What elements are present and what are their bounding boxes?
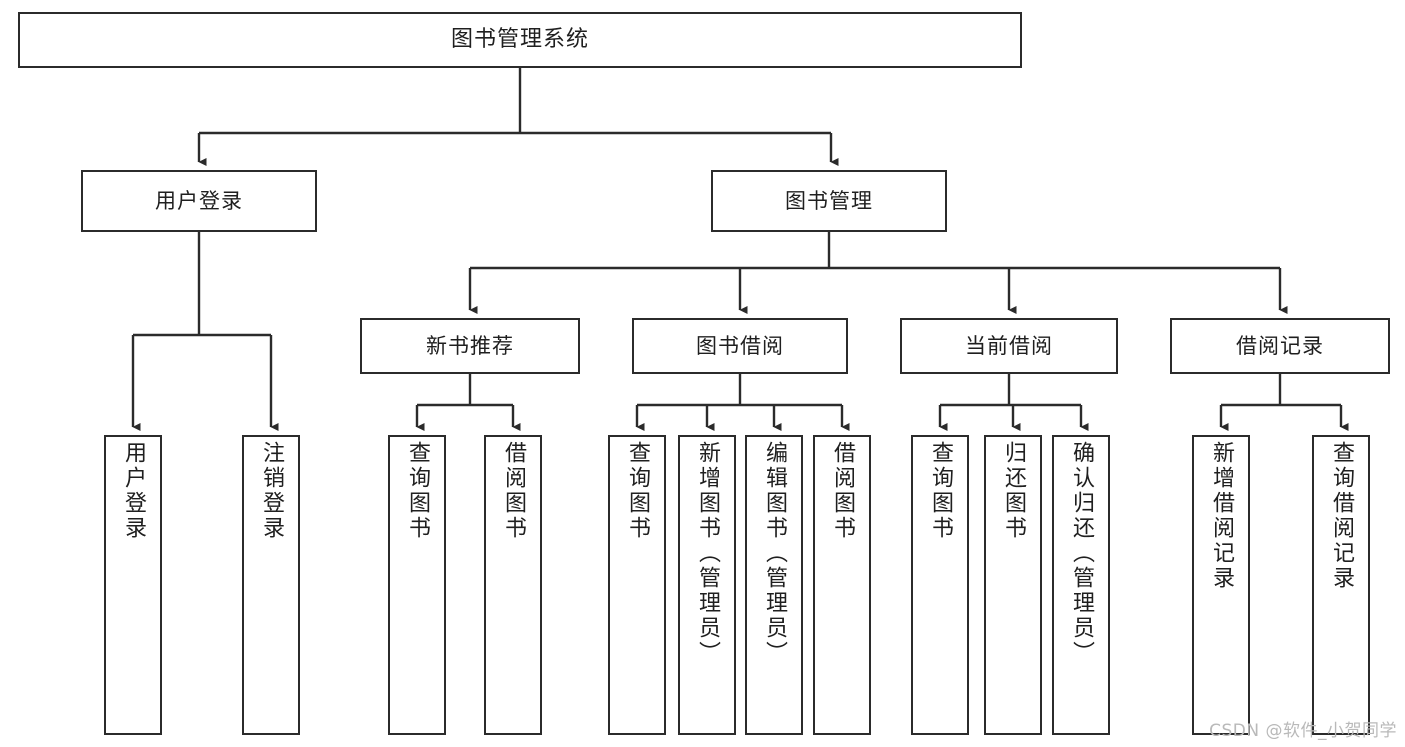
node-new-book-recommend[interactable]: 新书推荐 [360, 318, 580, 374]
leaf-node[interactable]: 注销登录 [242, 435, 300, 735]
leaf-node-label: 编辑图书（管理员） [762, 441, 787, 666]
leaf-node[interactable]: 用户登录 [104, 435, 162, 735]
node-root[interactable]: 图书管理系统 [18, 12, 1022, 68]
node-current-borrow-label: 当前借阅 [965, 333, 1053, 358]
leaf-node-label: 新增图书（管理员） [695, 441, 720, 666]
leaf-node-label: 查询图书 [405, 441, 430, 541]
leaf-node[interactable]: 归还图书 [984, 435, 1042, 735]
leaf-node-label: 用户登录 [121, 441, 146, 541]
leaf-node[interactable]: 查询图书 [608, 435, 666, 735]
node-borrow-record[interactable]: 借阅记录 [1170, 318, 1390, 374]
leaf-node[interactable]: 查询图书 [911, 435, 969, 735]
node-new-book-recommend-label: 新书推荐 [426, 333, 514, 358]
leaf-node-label: 借阅图书 [501, 441, 526, 541]
leaf-node-label: 查询图书 [625, 441, 650, 541]
leaf-node[interactable]: 新增图书（管理员） [678, 435, 736, 735]
node-book-management-label: 图书管理 [785, 188, 873, 213]
leaf-node[interactable]: 编辑图书（管理员） [745, 435, 803, 735]
leaf-node[interactable]: 确认归还（管理员） [1052, 435, 1110, 735]
leaf-node-label: 确认归还（管理员） [1069, 441, 1094, 666]
node-book-management[interactable]: 图书管理 [711, 170, 947, 232]
leaf-node[interactable]: 查询图书 [388, 435, 446, 735]
leaf-node-label: 新增借阅记录 [1209, 441, 1234, 591]
leaf-node-label: 借阅图书 [830, 441, 855, 541]
node-user-login-label: 用户登录 [155, 188, 243, 213]
leaf-node-label: 注销登录 [259, 441, 284, 541]
node-current-borrow[interactable]: 当前借阅 [900, 318, 1118, 374]
leaf-node[interactable]: 新增借阅记录 [1192, 435, 1250, 735]
leaf-node-label: 归还图书 [1001, 441, 1026, 541]
node-book-borrow-label: 图书借阅 [696, 333, 784, 358]
leaf-node[interactable]: 借阅图书 [813, 435, 871, 735]
leaf-node[interactable]: 查询借阅记录 [1312, 435, 1370, 735]
leaf-node-label: 查询借阅记录 [1329, 441, 1354, 591]
node-borrow-record-label: 借阅记录 [1236, 333, 1324, 358]
leaf-node[interactable]: 借阅图书 [484, 435, 542, 735]
node-book-borrow[interactable]: 图书借阅 [632, 318, 848, 374]
leaf-node-label: 查询图书 [928, 441, 953, 541]
node-user-login[interactable]: 用户登录 [81, 170, 317, 232]
node-root-label: 图书管理系统 [450, 27, 589, 53]
